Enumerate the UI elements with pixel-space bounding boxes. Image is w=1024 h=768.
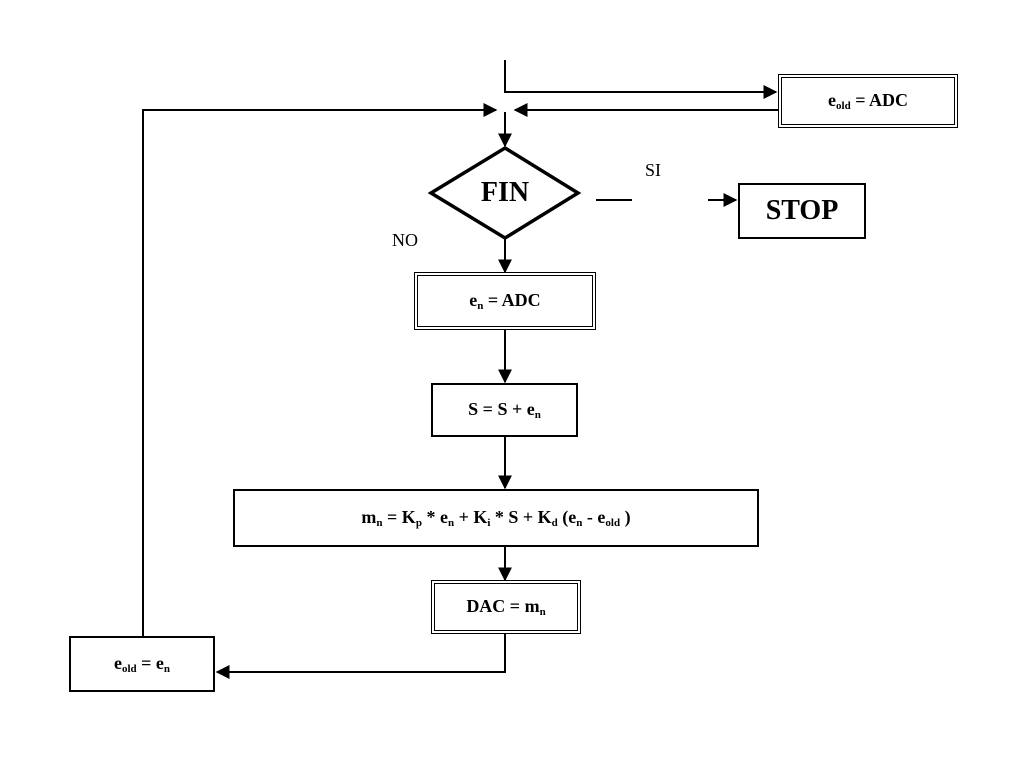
eold-adc-box: eold = ADC (778, 74, 958, 128)
en-adc-text: en = ADC (469, 290, 541, 312)
eold-adc-text: eold = ADC (828, 90, 908, 112)
eold-en-box: eold = en (69, 636, 215, 692)
s-update-text: S = S + en (468, 399, 541, 421)
pid-formula-text: mn = Kp * en + Ki * S + Kd (en - eold ) (361, 507, 631, 529)
si-label: SI (645, 160, 662, 180)
s-update-box: S = S + en (431, 383, 578, 437)
no-label: NO (392, 230, 418, 250)
eold-en-text: eold = en (113, 653, 171, 675)
fin-label: FIN (480, 177, 530, 208)
connector-top-to-eold (504, 60, 778, 99)
dac-text: DAC = mn (466, 596, 546, 618)
stop-text: STOP (765, 195, 839, 226)
en-adc-box: en = ADC (414, 272, 596, 330)
stop-box: STOP (738, 183, 866, 239)
pid-formula-box: mn = Kp * en + Ki * S + Kd (en - eold ) (233, 489, 759, 547)
connector-dac-to-eold-en (215, 634, 506, 679)
connector-loop-left (142, 103, 498, 636)
dac-box: DAC = mn (431, 580, 581, 634)
